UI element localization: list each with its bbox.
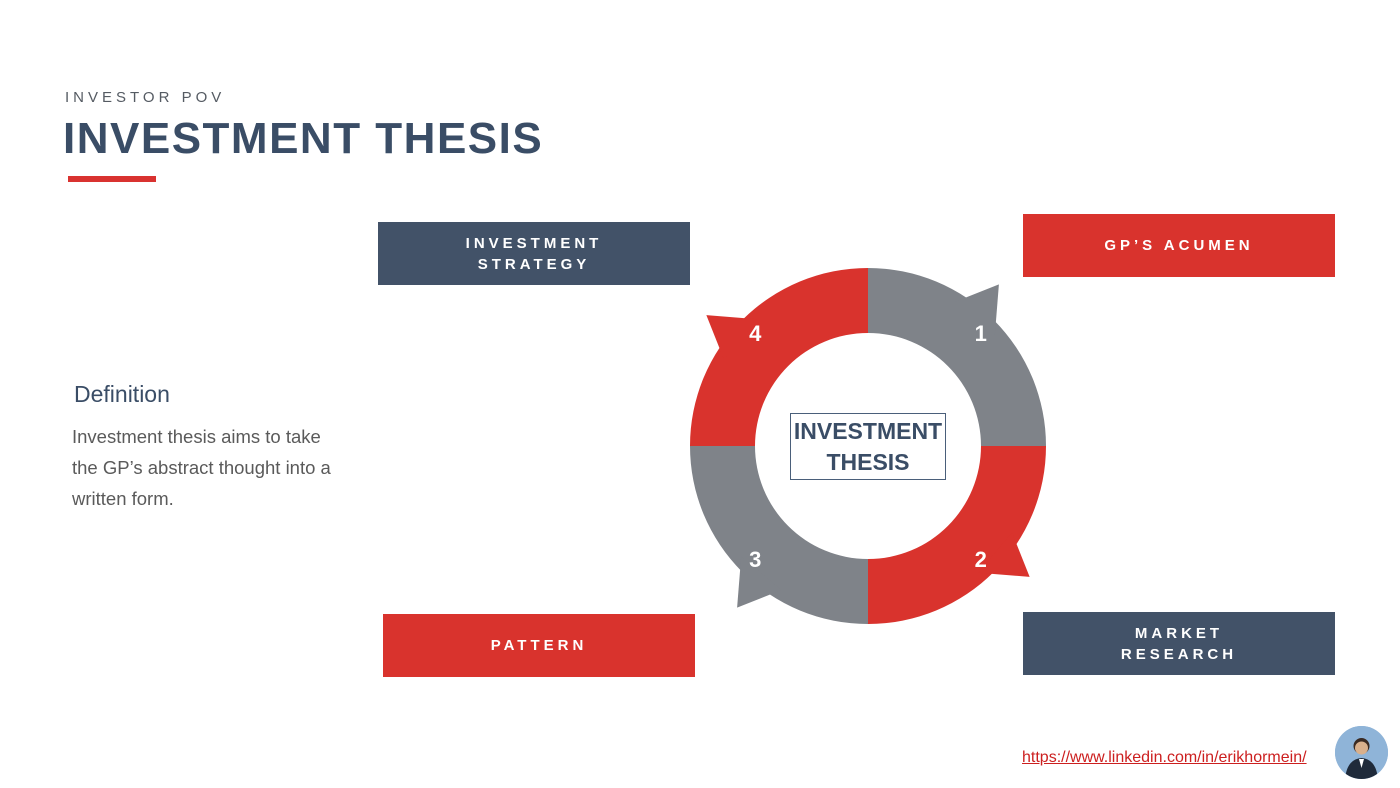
cycle-step-number-3: 3	[749, 547, 761, 572]
cycle-segment-2	[868, 446, 1046, 624]
title-underline	[68, 176, 156, 182]
definition-heading: Definition	[74, 381, 170, 407]
cycle-arrow-4	[706, 315, 758, 360]
pattern-box: PATTERN	[383, 614, 695, 677]
cycle-segment-4	[690, 268, 868, 446]
gp-acumen-box: GP’S ACUMEN	[1023, 214, 1335, 277]
cycle-arrow-2	[978, 532, 1030, 577]
cycle-arrow-3	[737, 556, 782, 608]
cycle-segment-1	[868, 268, 1046, 446]
market-research-box: MARKET RESEARCH	[1023, 612, 1335, 675]
page-title: INVESTMENT THESIS	[63, 114, 544, 163]
investment-strategy-box: INVESTMENT STRATEGY	[378, 222, 690, 285]
linkedin-link[interactable]: https://www.linkedin.com/in/erikhormein/	[1022, 749, 1307, 766]
cycle-step-number-2: 2	[975, 547, 987, 572]
definition-body: Investment thesis aims to take the GP’s …	[72, 426, 331, 509]
profile-avatar	[1335, 726, 1388, 779]
cycle-arrow-1	[954, 284, 999, 336]
cycle-step-number-4: 4	[749, 321, 762, 346]
eyebrow-text: INVESTOR POV	[65, 89, 226, 106]
cycle-step-number-1: 1	[975, 321, 987, 346]
cycle-segment-3	[690, 446, 868, 624]
cycle-center-label: INVESTMENT THESIS	[790, 413, 946, 480]
